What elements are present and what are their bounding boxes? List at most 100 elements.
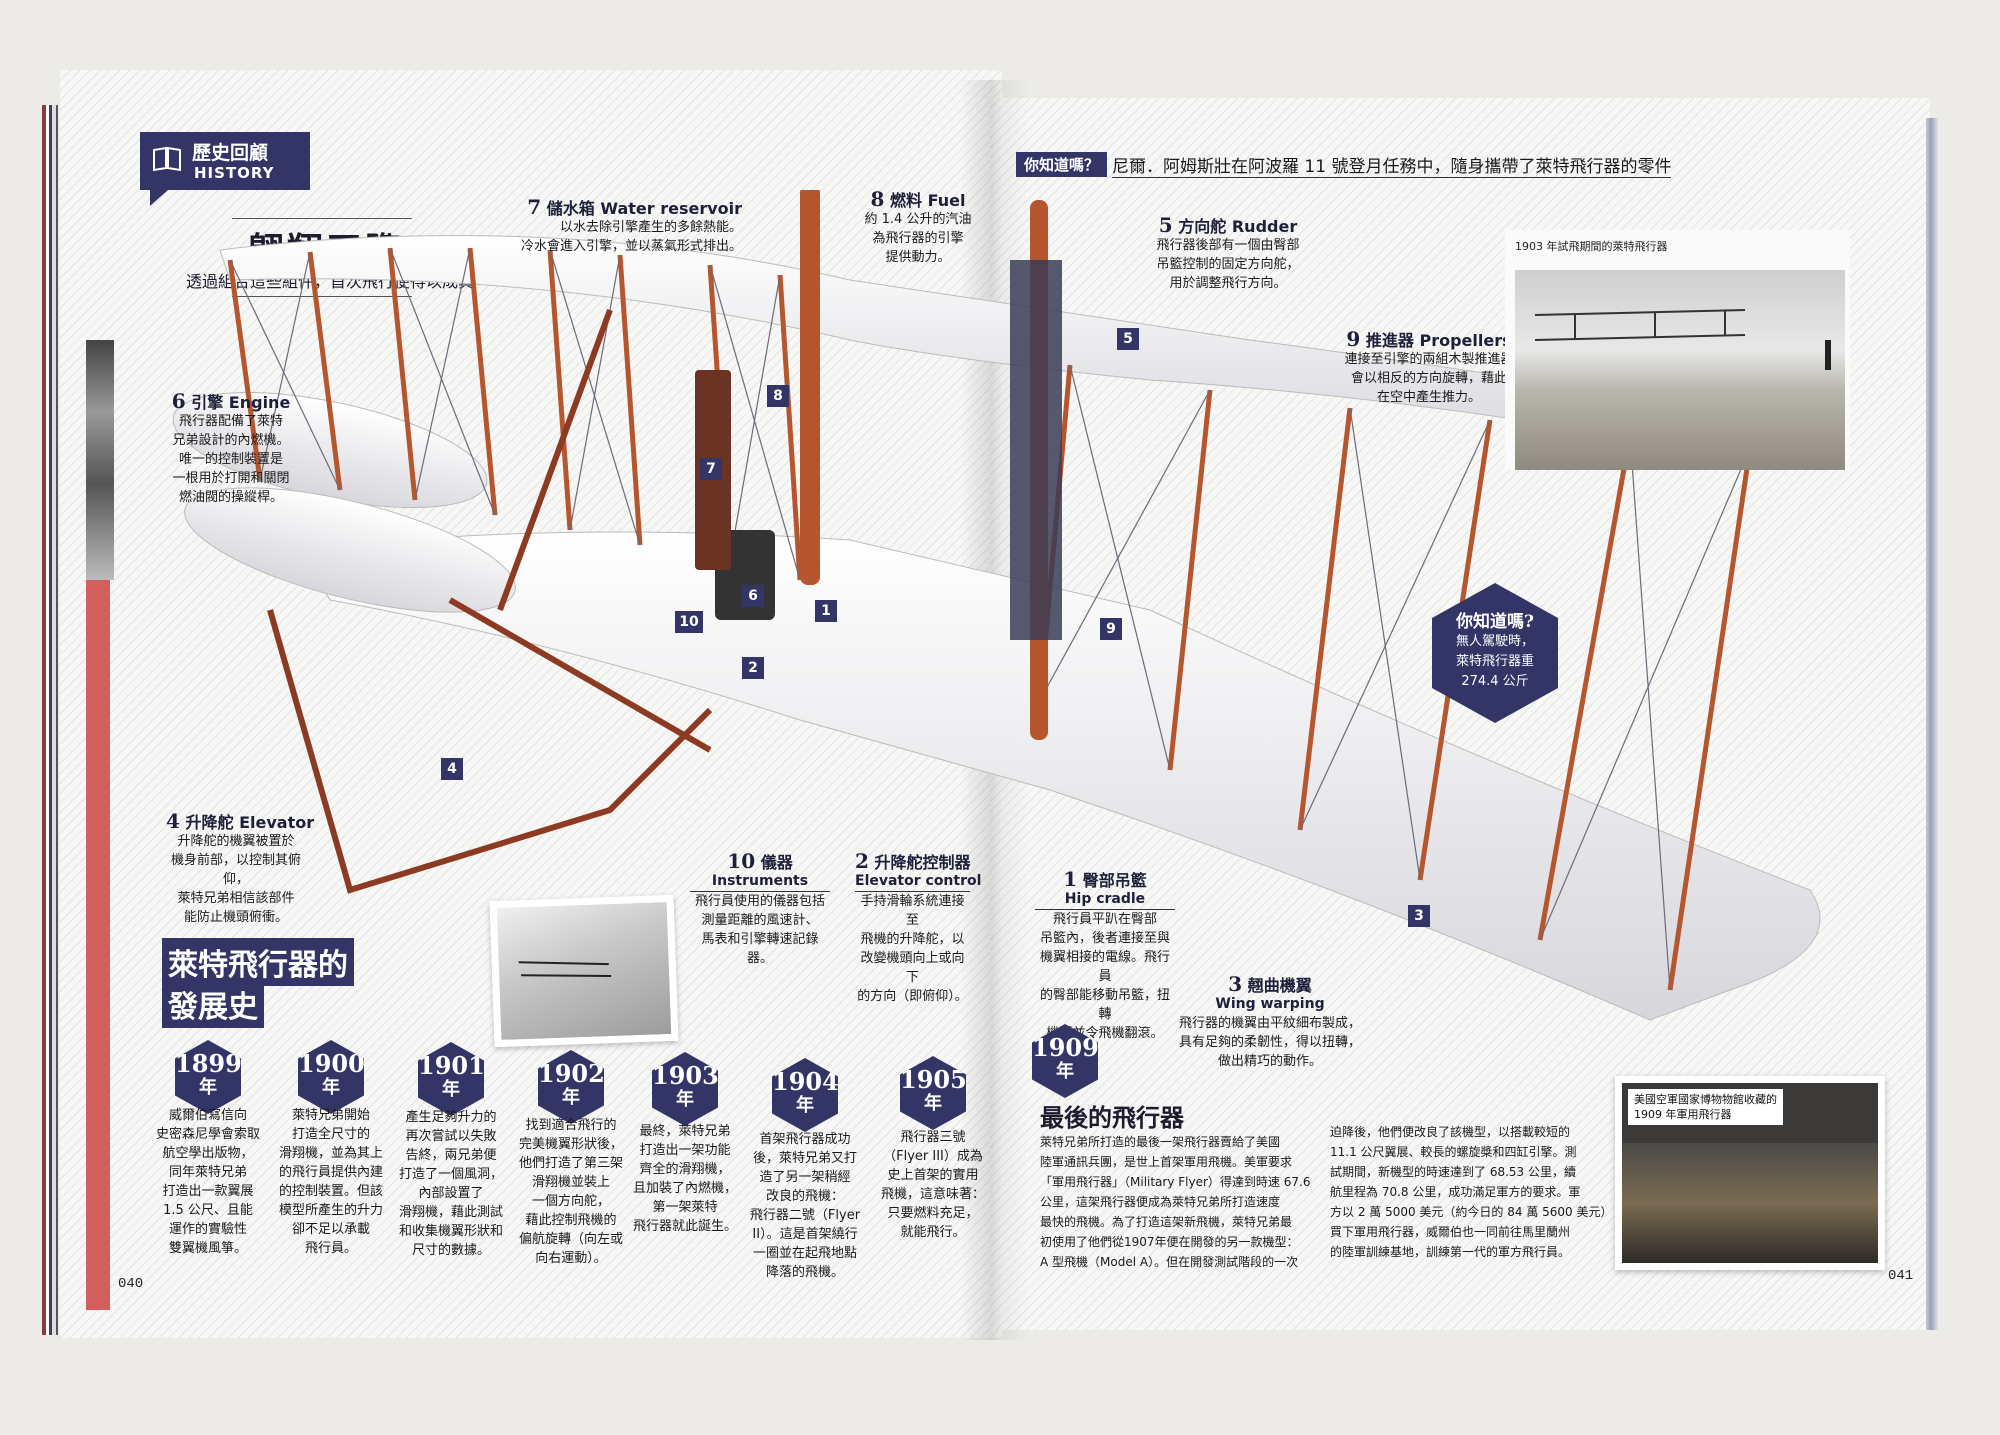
t1904-0: 首架飛行器成功 (759, 1132, 851, 1147)
t1904-7: 降落的飛機。 (765, 1265, 844, 1280)
year-1909: 1909 (1032, 1033, 1099, 1062)
title-rule-top (232, 218, 412, 219)
p2-line-2: 改變機頭向上或向下 (860, 951, 965, 985)
did-you-know-tag: 你知道嗎？ (1016, 152, 1108, 177)
p8-num: 8 (870, 187, 885, 211)
p4-zh: 升降舵 (185, 813, 234, 832)
timeline-text-1899: 威爾伯寫信向 史密森尼學會索取 航空學出版物， 同年萊特兄弟 打造出一款翼展 1… (145, 1106, 271, 1258)
p9-num: 9 (1346, 327, 1361, 351)
p6-line-1: 兄弟設計的內燃機。 (172, 433, 290, 448)
t1900-1: 打造全尺寸的 (291, 1127, 370, 1142)
t1899-6: 運作的實驗性 (168, 1222, 247, 1237)
photo-1903-image (1515, 270, 1845, 470)
fs-col1-5: 初使用了他們從1907年便在開發的另一款機型： (1040, 1235, 1299, 1249)
photo-museum-caption-0: 美國空軍國家博物物館收藏的 (1634, 1093, 1777, 1106)
t1901-0: 產生足夠升力的 (405, 1110, 497, 1125)
t1900-0: 萊特兄弟開始 (291, 1108, 370, 1123)
t1902-2: 他們打造了第三架 (518, 1156, 623, 1171)
year-1905: 1905 (900, 1065, 967, 1094)
t1902-0: 找到適合飛行的 (525, 1118, 617, 1133)
did-you-know-text: 尼爾．阿姆斯壯在阿波羅 11 號登月任務中，隨身攜帶了萊特飛行器的零件 (1112, 152, 1672, 178)
p7-line-0: 以水去除引擎產生的多餘熱能。 (559, 220, 742, 235)
dyk-hex-line3: 274.4 公斤 (1461, 674, 1529, 689)
t1901-4: 內部設置了 (418, 1186, 484, 1201)
year-suffix-1900: 年 (322, 1077, 340, 1098)
fs-col1-6: A 型飛機（Model A）。但在開發測試階段的一次 (1040, 1255, 1299, 1269)
p8-en: Fuel (927, 191, 966, 210)
p6-zh: 引擎 (191, 393, 224, 412)
p6-num: 6 (171, 389, 186, 413)
label-fuel: 8 燃料 Fuel 約 1.4 公升的汽油 為飛行器的引擎 提供動力。 (858, 187, 978, 267)
fs-col2-1: 11.1 公尺翼展、較長的螺旋槳和四缸引擎。測 (1330, 1145, 1577, 1159)
p4-num: 4 (166, 809, 180, 833)
year-1899: 1899 (175, 1049, 242, 1078)
label-rudder: 5 方向舵 Rudder 飛行器後部有一個由臀部 吊籃控制的固定方向舵， 用於調… (1138, 213, 1318, 293)
p3-line-2: 做出精巧的動作。 (1217, 1054, 1322, 1069)
p3-num: 3 (1228, 972, 1243, 996)
t1899-3: 同年萊特兄弟 (168, 1165, 247, 1180)
t1899-5: 1.5 公尺、且能 (163, 1203, 253, 1218)
p8-line-1: 為飛行器的引擎 (872, 231, 964, 246)
t1904-2: 造了另一架稍經 (759, 1170, 851, 1185)
final-section-col1: 萊特兄弟所打造的最後一架飛行器賣給了美國 陸軍通訊兵團，是世上首架軍用飛機。美軍… (1040, 1132, 1322, 1272)
p7-en: Water reservoir (600, 199, 742, 218)
p5-line-1: 吊籃控制的固定方向舵， (1156, 257, 1300, 272)
p9-en: Propellers (1419, 331, 1512, 350)
t1903-5: 飛行器就此誕生。 (632, 1219, 737, 1234)
t1903-1: 打造出一架功能 (639, 1143, 731, 1158)
history-badge: 歷史回顧 HISTORY (140, 132, 310, 190)
t1901-3: 打造了一個風洞， (398, 1167, 503, 1182)
tag-9: 9 (1100, 618, 1122, 640)
t1900-4: 的控制裝置。但該 (278, 1184, 383, 1199)
label-water-reservoir: 7 儲水箱 Water reservoir 以水去除引擎產生的多餘熱能。 冷水會… (520, 197, 742, 256)
timeline-title-line2: 發展史 (162, 980, 264, 1028)
p2-num: 2 (855, 849, 869, 873)
photo-museum-caption: 美國空軍國家博物物館收藏的 1909 年軍用飛行器 (1628, 1089, 1783, 1125)
year-1901: 1901 (418, 1051, 485, 1080)
right-page-edge (1926, 118, 1938, 1330)
t1902-7: 向右運動）。 (535, 1251, 607, 1266)
p10-num: 10 (727, 849, 756, 873)
p6-en: Engine (228, 393, 291, 412)
label-elevator-control: 2 升降舵控制器 Elevator control 手持滑輪系統連接至 飛機的升… (855, 849, 981, 1006)
t1902-3: 滑翔機並裝上 (531, 1175, 610, 1190)
p1-line-0: 飛行員平趴在臀部 (1052, 912, 1157, 927)
t1903-0: 最終，萊特兄弟 (639, 1124, 731, 1139)
t1900-3: 的飛行員提供內建 (278, 1165, 383, 1180)
p1-line-2: 機翼相接的電線。飛行員 (1039, 950, 1170, 984)
p6-line-2: 唯一的控制裝置是 (178, 452, 283, 467)
propeller-left (800, 190, 820, 585)
p10-line-1: 測量距離的風速計、 (701, 913, 819, 928)
p10-line-0: 飛行員使用的儀器包括 (694, 894, 825, 909)
rudder-panel (1010, 260, 1062, 640)
photo-1902-glider (489, 894, 679, 1048)
fs-col2-6: 的陸軍訓練基地，訓練第一代的軍方飛行員。 (1330, 1245, 1571, 1259)
title-rule-bottom (232, 296, 412, 297)
t1905-3: 飛機，這意味著： (880, 1187, 985, 1202)
year-1903: 1903 (652, 1061, 719, 1090)
t1901-5: 滑翔機，藉此測試 (398, 1205, 503, 1220)
p5-num: 5 (1158, 213, 1173, 237)
p3-en: Wing warping (1215, 996, 1325, 1012)
t1905-0: 飛行器三號 (900, 1130, 966, 1145)
t1902-1: 完美機翼形狀後， (518, 1137, 623, 1152)
t1901-1: 再次嘗試以失敗 (405, 1129, 497, 1144)
timeline-text-1900: 萊特兄弟開始 打造全尺寸的 滑翔機，並為其上 的飛行員提供內建 的控制裝置。但該… (268, 1106, 394, 1258)
p10-zh: 儀器 (760, 853, 793, 872)
photo-1903-caption: 1903 年試飛期間的萊特飛行器 (1515, 240, 1668, 253)
p2-line-0: 手持滑輪系統連接至 (860, 894, 965, 928)
p2-zh: 升降舵控制器 (874, 853, 971, 872)
page-number-right: 041 (1888, 1268, 1914, 1284)
p8-zh: 燃料 (890, 191, 923, 210)
year-1902: 1902 (538, 1059, 605, 1088)
t1904-6: 一圈並在起飛地點 (752, 1246, 857, 1261)
year-suffix-1903: 年 (676, 1089, 694, 1110)
year-suffix-1905: 年 (924, 1093, 942, 1114)
label-hip-cradle: 1 臀部吊籃 Hip cradle 飛行員平趴在臀部 吊籃內，後者連接至與 機翼… (1035, 869, 1175, 1043)
p9-zh: 推進器 (1365, 331, 1414, 350)
